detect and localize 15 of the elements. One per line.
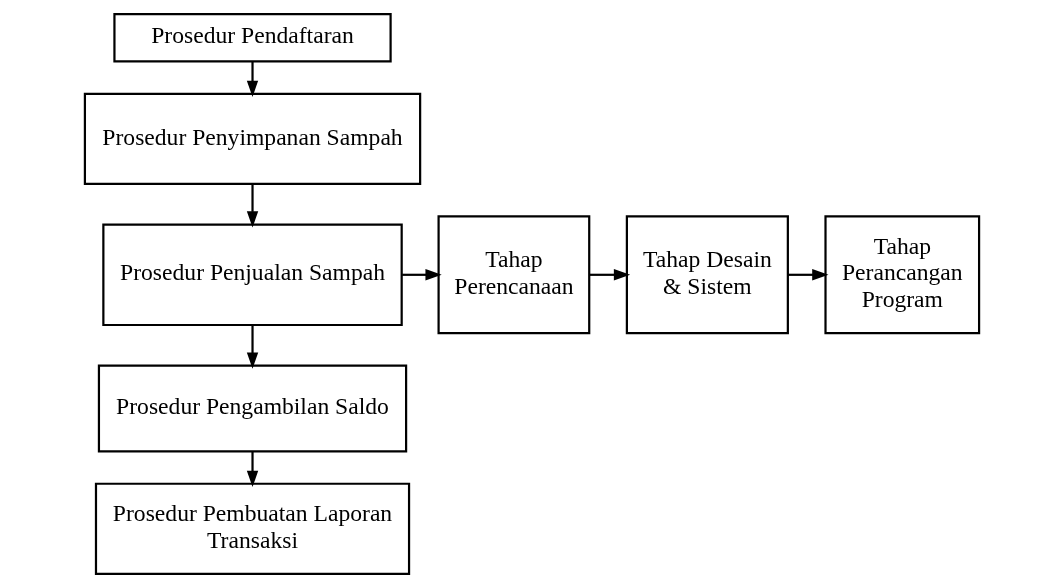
node-box: Prosedur Pengambilan Saldo: [97, 364, 408, 453]
arrow: [246, 61, 259, 97]
arrow: [402, 269, 442, 281]
node-box: Prosedur Pendaftaran: [113, 13, 392, 63]
node-box: Tahap Perencanaan: [437, 215, 591, 335]
arrow: [589, 269, 631, 281]
node-box: Prosedur Penjualan Sampah: [102, 223, 403, 327]
arrow: [246, 451, 259, 488]
arrow: [788, 269, 829, 281]
node-box: Tahap Desain & Sistem: [625, 215, 789, 335]
arrow: [246, 325, 259, 369]
node-box: Prosedur Pembuatan Laporan Transaksi: [94, 482, 411, 575]
node-box: Tahap Perancangan Program: [824, 215, 981, 335]
arrow: [246, 184, 259, 228]
node-box: Prosedur Penyimpanan Sampah: [83, 92, 422, 186]
